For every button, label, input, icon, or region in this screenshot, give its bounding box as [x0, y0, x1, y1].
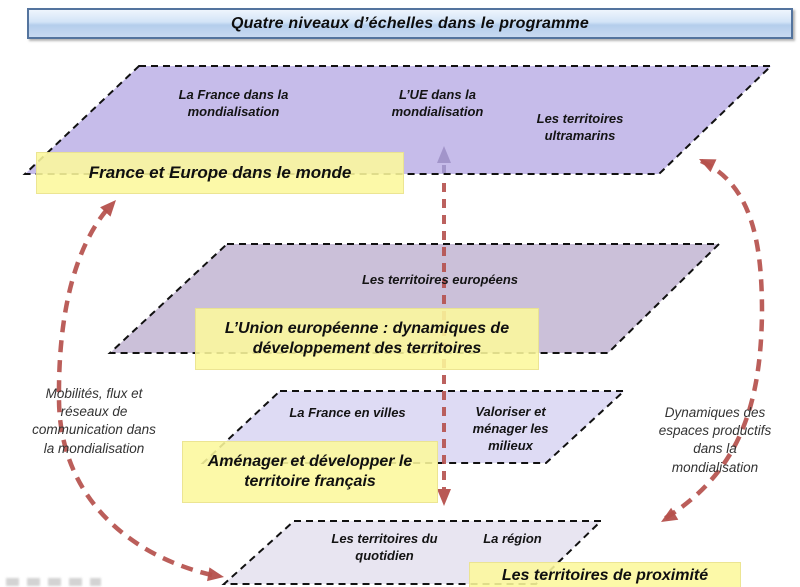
level-4-theme-region: La région — [483, 531, 542, 546]
level-3-highlight-label: Aménager et développer le territoire fra… — [182, 441, 438, 503]
level-1-theme-territoires-ultramarins: Les territoires ultramarins — [536, 111, 624, 143]
right-flow-arrow — [661, 158, 765, 522]
annotation-dynamiques-espaces: Dynamiques des espaces productifs dans l… — [658, 405, 772, 475]
level-4-highlight-label: Les territoires de proximité — [469, 562, 741, 587]
level-3-theme-france-en-villes: La France en villes — [289, 405, 406, 420]
title-bar: Quatre niveaux d’échelles dans le progra… — [27, 8, 793, 39]
watermark-fragment — [6, 578, 101, 586]
level-1-parallelogram — [22, 65, 774, 175]
level-3-theme-valoriser-menager: Valoriser et ménager les milieux — [472, 404, 549, 453]
annotation-mobilites-flux: Mobilités, flux et réseaux de communicat… — [32, 386, 156, 456]
page-title: Quatre niveaux d’échelles dans le progra… — [230, 14, 590, 32]
level-2-highlight-label: L’Union européenne : dynamiques de dével… — [195, 308, 539, 370]
level-1-highlight-label: France et Europe dans le monde — [36, 152, 404, 194]
level-1-theme-ue-mondialisation: L’UE dans la mondialisation — [391, 87, 484, 119]
level-2-theme-territoires-europeens: Les territoires européens — [361, 272, 519, 287]
level-4-theme-territoires-quotidien: Les territoires du quotidien — [331, 531, 438, 563]
left-flow-arrow — [56, 200, 224, 582]
level-1-theme-france-mondialisation: La France dans la mondialisation — [178, 87, 289, 119]
